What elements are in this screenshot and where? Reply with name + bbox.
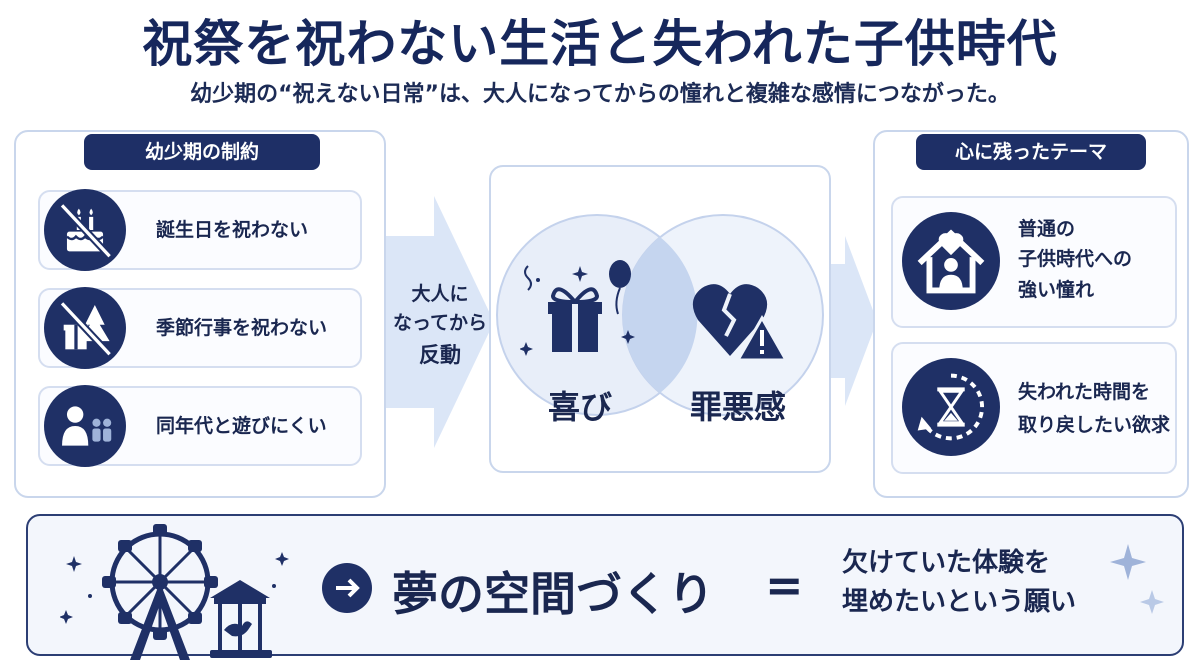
dream-desc-line-1: 欠けていた体験を bbox=[842, 548, 1051, 578]
broken-heart-warning-icon bbox=[692, 284, 789, 362]
theme-longing-line-1: 普通の bbox=[1018, 218, 1076, 240]
dream-desc-line-2: 埋めたいという願い bbox=[842, 587, 1077, 617]
transition-text: 大人に なってから 反動 bbox=[380, 280, 500, 371]
no-birthday-cake-icon bbox=[44, 189, 126, 271]
childhood-constraints-label: 幼少期の制約 bbox=[84, 134, 320, 170]
theme-longing-line-2: 子供時代への bbox=[1018, 248, 1133, 271]
theme-lost-time-line-2: 取り戻したい欲求 bbox=[1018, 414, 1171, 437]
transition-line-2: なってから bbox=[392, 312, 488, 335]
transition-line-1: 大人に bbox=[411, 283, 469, 305]
page-title: 祝祭を祝わない生活と失われた子供時代 bbox=[142, 15, 1058, 73]
transition-line-3: 反動 bbox=[419, 342, 461, 367]
dream-space-title: 夢の空間づくり bbox=[392, 567, 714, 621]
joy-label: 喜び bbox=[548, 388, 613, 426]
theme-lost-time-line-1: 失われた時間を bbox=[1018, 381, 1151, 403]
transition-arrow bbox=[386, 196, 494, 448]
constraint-seasonal-text: 季節行事を祝わない bbox=[156, 317, 328, 339]
lasting-themes-label: 心に残ったテーマ bbox=[916, 134, 1146, 170]
gift-balloon-icon bbox=[520, 260, 635, 356]
ferris-wheel-carousel-icon bbox=[60, 524, 289, 660]
theme-longing-line-3: 強い憧れ bbox=[1018, 278, 1095, 301]
home-heart-icon bbox=[902, 212, 1000, 310]
result-arrow bbox=[831, 236, 877, 406]
theme-lost-time-text: 失われた時間を 取り戻したい欲求 bbox=[1018, 376, 1170, 443]
no-seasonal-event-icon bbox=[44, 287, 126, 369]
guilt-label: 罪悪感 bbox=[690, 388, 787, 426]
page-subtitle: 幼少期の“祝えない日常”は、大人になってからの憧れと複雑な感情につながった。 bbox=[190, 82, 1010, 107]
constraint-birthday-text: 誕生日を祝わない bbox=[156, 219, 309, 241]
sparkle-icon bbox=[1110, 544, 1164, 614]
equals-sign: = bbox=[765, 558, 804, 612]
lonely-child-icon bbox=[44, 385, 126, 467]
arrow-right-icon bbox=[322, 563, 372, 613]
constraint-peers-text: 同年代と遊びにくい bbox=[156, 415, 327, 437]
theme-longing-text: 普通の 子供時代への 強い憧れ bbox=[1018, 214, 1132, 305]
dream-space-description: 欠けていた体験を 埋めたいという願い bbox=[842, 544, 1076, 622]
hourglass-icon bbox=[902, 358, 1000, 456]
